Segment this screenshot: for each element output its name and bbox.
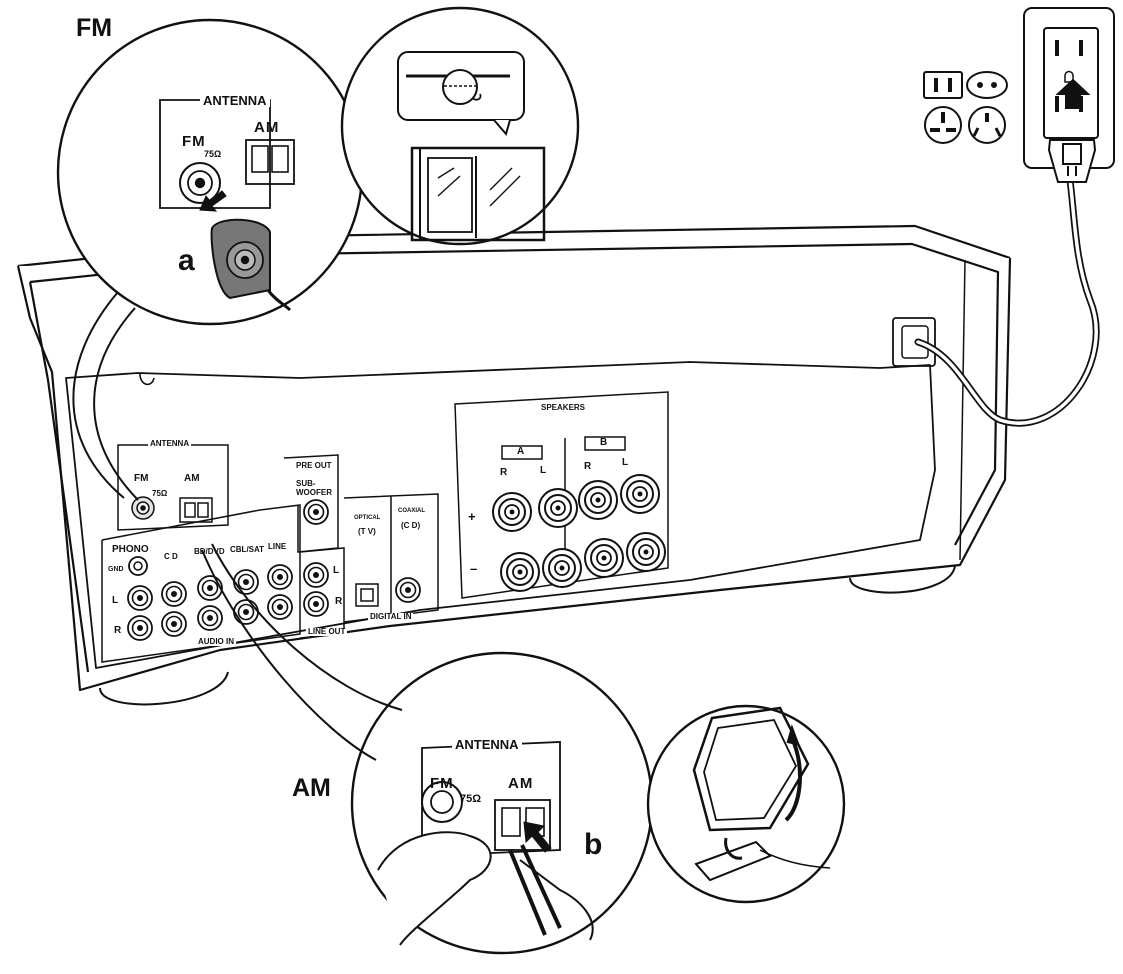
binding-post-icon [584,538,624,578]
step-a-label: a [178,244,195,277]
rca-jack-icon [161,611,187,637]
line-out-r-label: R [335,596,343,607]
binding-post-icon [626,532,666,572]
binding-post-icon [542,548,582,588]
rca-jack-icon [267,594,293,620]
rca-jack-icon [303,591,329,617]
rca-jack-icon [395,577,421,603]
line-out-l-label: L [333,565,340,576]
pre-out-label: PRE OUT [296,461,332,470]
panel-fm-label: FM [134,473,149,484]
gnd-label: GND [108,566,124,573]
rca-jack-icon [303,562,329,588]
am-title: AM [292,774,331,802]
am-inset-fm-label: FM [430,775,454,792]
am-inset-antenna-label: ANTENNA [452,738,522,751]
power-plug [1047,78,1097,183]
binding-post-icon [620,474,660,514]
rca-jack-icon [233,599,259,625]
rear-panel [101,391,669,663]
fm-inset [56,18,364,501]
plus-label: + [468,509,476,524]
rca-jack-icon [197,575,223,601]
subwoofer-label-1: SUB- [296,479,316,488]
power-cable [914,176,1100,427]
phono-label: PHONO [112,544,149,555]
minus-label: – [470,561,478,576]
speaker-b-l-label: L [622,457,629,468]
rca-jack-icon [233,569,259,595]
digital-in-label: DIGITAL IN [368,612,414,621]
speaker-b-label: B [600,437,608,448]
cd-label: C D [164,552,178,561]
outlet-types-icon [923,71,1008,144]
speaker-b-r-label: R [584,461,592,472]
rca-jack-icon [161,581,187,607]
gnd-terminal-icon [128,556,148,576]
am-inset-ohm-label: 75Ω [460,793,482,805]
panel-ohm-label: 75Ω [152,489,168,498]
panel-am-label: AM [184,473,200,484]
optical-label: OPTICAL [354,515,381,521]
bd-dvd-label: BD/DVD [194,547,225,556]
am-inset [201,543,654,955]
binding-post-icon [492,492,532,532]
binding-post-icon [500,552,540,592]
rca-jack-icon [197,605,223,631]
cd-paren-label: (C D) [401,521,421,530]
speaker-a-label: A [517,446,525,457]
rca-jack-icon [127,615,153,641]
rca-jacks [127,499,421,641]
fm-inset-fm-label: FM [182,133,206,150]
fm-inset-am-label: AM [254,119,280,136]
speaker-a-l-label: L [540,465,547,476]
subwoofer-label-2: WOOFER [296,488,332,497]
speaker-a-r-label: R [500,467,508,478]
rca-jack-icon [127,585,153,611]
rca-jack-icon [303,499,329,525]
panel-antenna-label: ANTENNA [148,439,192,448]
speakers-label: SPEAKERS [538,404,589,412]
audio-in-l-label: L [112,595,119,606]
speaker-terminals [492,474,666,592]
step-b-label: b [584,828,603,861]
rca-jack-icon [267,564,293,590]
binding-post-icon [578,480,618,520]
cbl-sat-label: CBL/SAT [230,545,265,554]
line-out-label: LINE OUT [306,627,348,636]
fm-inset-ohm-label: 75Ω [204,149,222,159]
audio-in-label: AUDIO IN [196,637,236,646]
binding-post-icon [538,488,578,528]
am-inset-am-label: AM [508,775,534,792]
loop-antenna-inset [646,704,846,904]
window-inset [340,6,580,246]
line-label: LINE [268,542,287,551]
fm-title: FM [76,14,113,42]
audio-in-r-label: R [114,625,122,636]
coaxial-label: COAXIAL [398,508,425,514]
fm-inset-antenna-label: ANTENNA [200,94,270,107]
tv-label: (T V) [358,527,376,536]
